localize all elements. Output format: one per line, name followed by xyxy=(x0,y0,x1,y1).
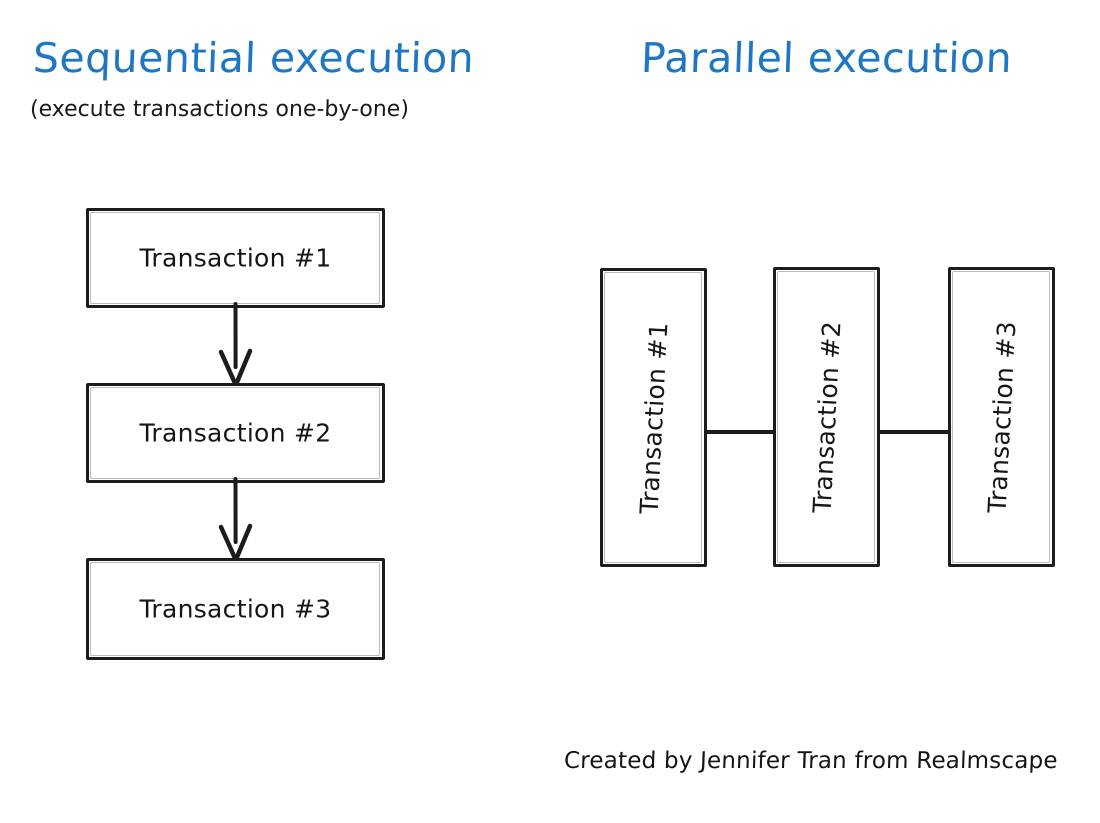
sequential-node-label-2: Transaction #2 xyxy=(139,418,332,448)
sequential-node-box-1[interactable]: Transaction #1 xyxy=(86,208,385,308)
sequential-node-label-1: Transaction #1 xyxy=(139,243,332,273)
parallel-node-box-3[interactable]: Transaction #3 xyxy=(948,267,1055,567)
sequential-arrow-1-to-2 xyxy=(218,302,253,388)
parallel-link-1-to-2 xyxy=(704,430,776,434)
parallel-node-box-1[interactable]: Transaction #1 xyxy=(600,268,707,567)
sequential-column-title: Sequential execution xyxy=(32,34,476,82)
sequential-node-label-3: Transaction #3 xyxy=(139,594,332,624)
sequential-arrow-2-to-3 xyxy=(218,477,253,563)
sequential-column-subtitle: (execute transactions one-by-one) xyxy=(29,97,410,122)
parallel-node-label-2: Transaction #2 xyxy=(806,320,847,514)
parallel-node-label-1: Transaction #1 xyxy=(633,320,674,515)
parallel-node-label-3: Transaction #3 xyxy=(981,320,1022,514)
parallel-column-title: Parallel execution xyxy=(640,34,1014,82)
parallel-node-box-2[interactable]: Transaction #2 xyxy=(773,267,880,567)
sequential-node-box-2[interactable]: Transaction #2 xyxy=(86,383,385,483)
parallel-link-2-to-3 xyxy=(877,430,951,434)
footer-credit: Created by Jennifer Tran from Realmscape xyxy=(563,748,1059,774)
sequential-node-box-3[interactable]: Transaction #3 xyxy=(86,558,385,660)
